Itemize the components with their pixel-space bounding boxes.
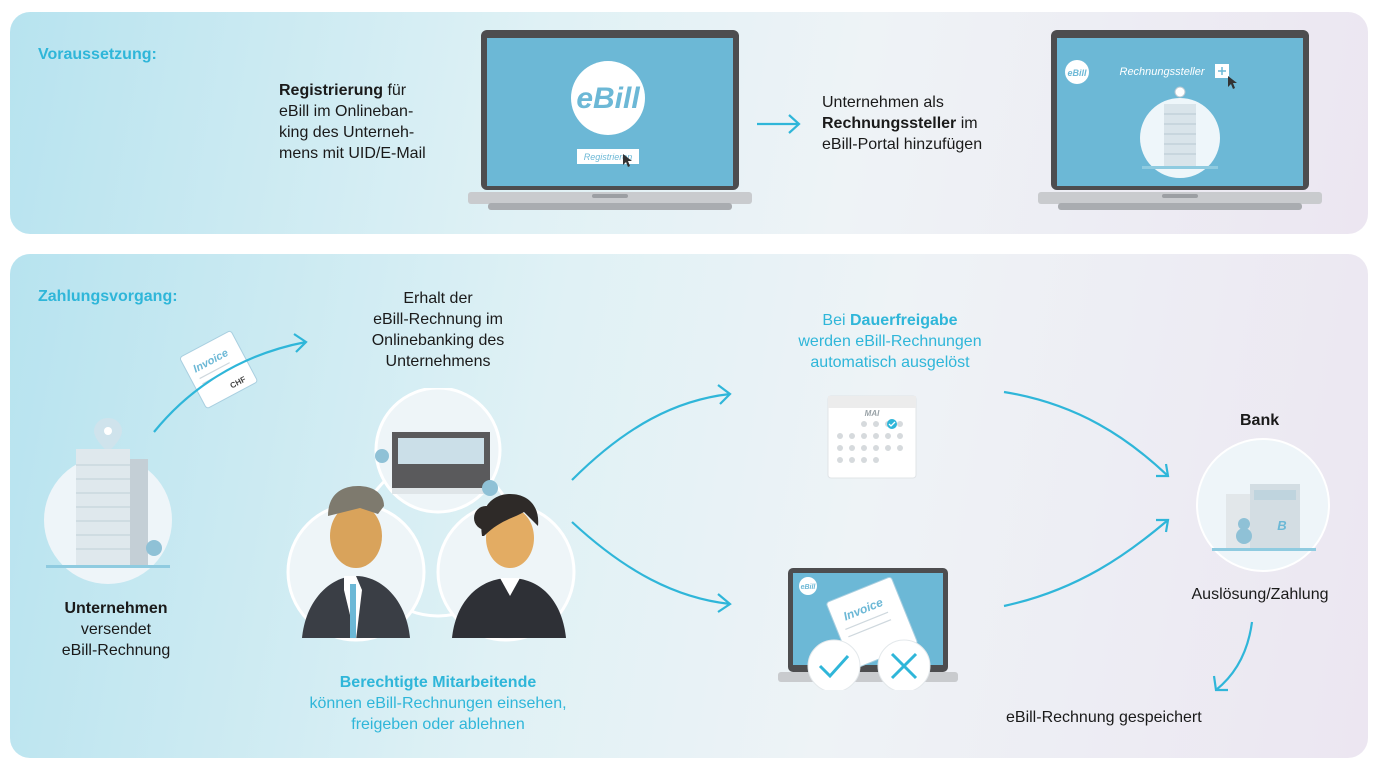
approve-check-icon bbox=[807, 639, 861, 690]
registration-text: Registrierung für eBill im Onlineban- ki… bbox=[279, 80, 426, 164]
bank-title: Bank bbox=[1240, 412, 1280, 429]
employees-line2: können eBill-Rechnungen einsehen, bbox=[309, 695, 567, 712]
standing-approval-text: Bei Dauerfreigabe werden eBill-Rechnunge… bbox=[720, 310, 1060, 373]
bank-caption: Auslösung/Zahlung bbox=[1191, 586, 1329, 603]
receipt-line3: Onlinebanking des bbox=[371, 332, 505, 349]
ebill-logo-text: eBill bbox=[576, 82, 640, 115]
standing-pre: Bei bbox=[822, 312, 850, 329]
company-text: Unternehmen versendet eBill-Rechnung bbox=[16, 598, 216, 661]
to-bank-arrows-icon bbox=[1003, 390, 1170, 608]
receipt-line1: Erhalt der bbox=[403, 290, 473, 307]
save-arrow-icon bbox=[1212, 621, 1254, 692]
add-biller-line1: Unternehmen als bbox=[822, 94, 944, 111]
receipt-line4: Unternehmens bbox=[385, 353, 491, 370]
send-arrow-icon bbox=[153, 333, 308, 433]
company-line2: versendet bbox=[80, 621, 152, 638]
bank-building-illustration: B bbox=[1196, 438, 1330, 572]
employees-line3: freigeben oder ablehnen bbox=[351, 716, 525, 733]
ebill-logo-circle bbox=[571, 61, 645, 135]
bank-sign: B bbox=[1277, 518, 1286, 533]
arrow-right-icon bbox=[757, 114, 801, 134]
calendar-month: MAI bbox=[865, 409, 880, 418]
employees-illustration bbox=[286, 388, 576, 642]
employees-bold: Berechtigte Mitarbeitende bbox=[339, 674, 537, 691]
add-biller-bold: Rechnungssteller bbox=[822, 115, 957, 132]
laptop-registration-illustration: eBill Registrieren bbox=[468, 30, 752, 210]
receipt-text: Erhalt der eBill-Rechnung im Onlinebanki… bbox=[338, 288, 538, 372]
payment-process-panel bbox=[10, 254, 1368, 758]
ebill-small-logo: eBill bbox=[1067, 68, 1087, 78]
add-biller-line2-rest: im bbox=[956, 115, 978, 132]
employees-text: Berechtigte Mitarbeitende können eBill-R… bbox=[238, 672, 638, 735]
saved-text: eBill-Rechnung gespeichert bbox=[1006, 709, 1202, 726]
payment-process-label: Zahlungsvorgang: bbox=[38, 288, 178, 305]
approval-ebill-logo: eBill bbox=[801, 584, 817, 591]
registration-bold: Registrierung bbox=[279, 82, 384, 99]
add-biller-line3: eBill-Portal hinzufügen bbox=[822, 136, 983, 153]
calendar-icon: MAI bbox=[827, 395, 917, 479]
standing-bold: Dauerfreigabe bbox=[849, 312, 958, 329]
registration-line3: king des Unterneh- bbox=[279, 124, 415, 141]
location-pin-icon bbox=[1174, 86, 1186, 98]
registration-line2: eBill im Onlineban- bbox=[279, 103, 414, 120]
laptop-biller-illustration: eBill Rechnungssteller bbox=[1038, 30, 1322, 210]
standing-line3: automatisch ausgelöst bbox=[810, 354, 970, 371]
approval-laptop-illustration: eBill Invoice bbox=[778, 568, 958, 690]
standing-line2: werden eBill-Rechnungen bbox=[798, 333, 982, 350]
registration-line1-rest: für bbox=[383, 82, 407, 99]
company-line3: eBill-Rechnung bbox=[61, 642, 171, 659]
add-biller-text: Unternehmen als Rechnungssteller im eBil… bbox=[822, 92, 982, 155]
cursor-icon bbox=[623, 154, 632, 167]
company-bold: Unternehmen bbox=[64, 600, 168, 617]
branch-arrows-icon bbox=[571, 384, 732, 613]
company-building-illustration bbox=[44, 418, 172, 584]
biller-header: Rechnungssteller bbox=[1120, 66, 1206, 78]
registration-line4: mens mit UID/E-Mail bbox=[279, 145, 426, 162]
register-button-label: Registrieren bbox=[584, 152, 633, 162]
prerequisite-label: Voraussetzung: bbox=[38, 46, 157, 63]
receipt-line2: eBill-Rechnung im bbox=[373, 311, 503, 328]
